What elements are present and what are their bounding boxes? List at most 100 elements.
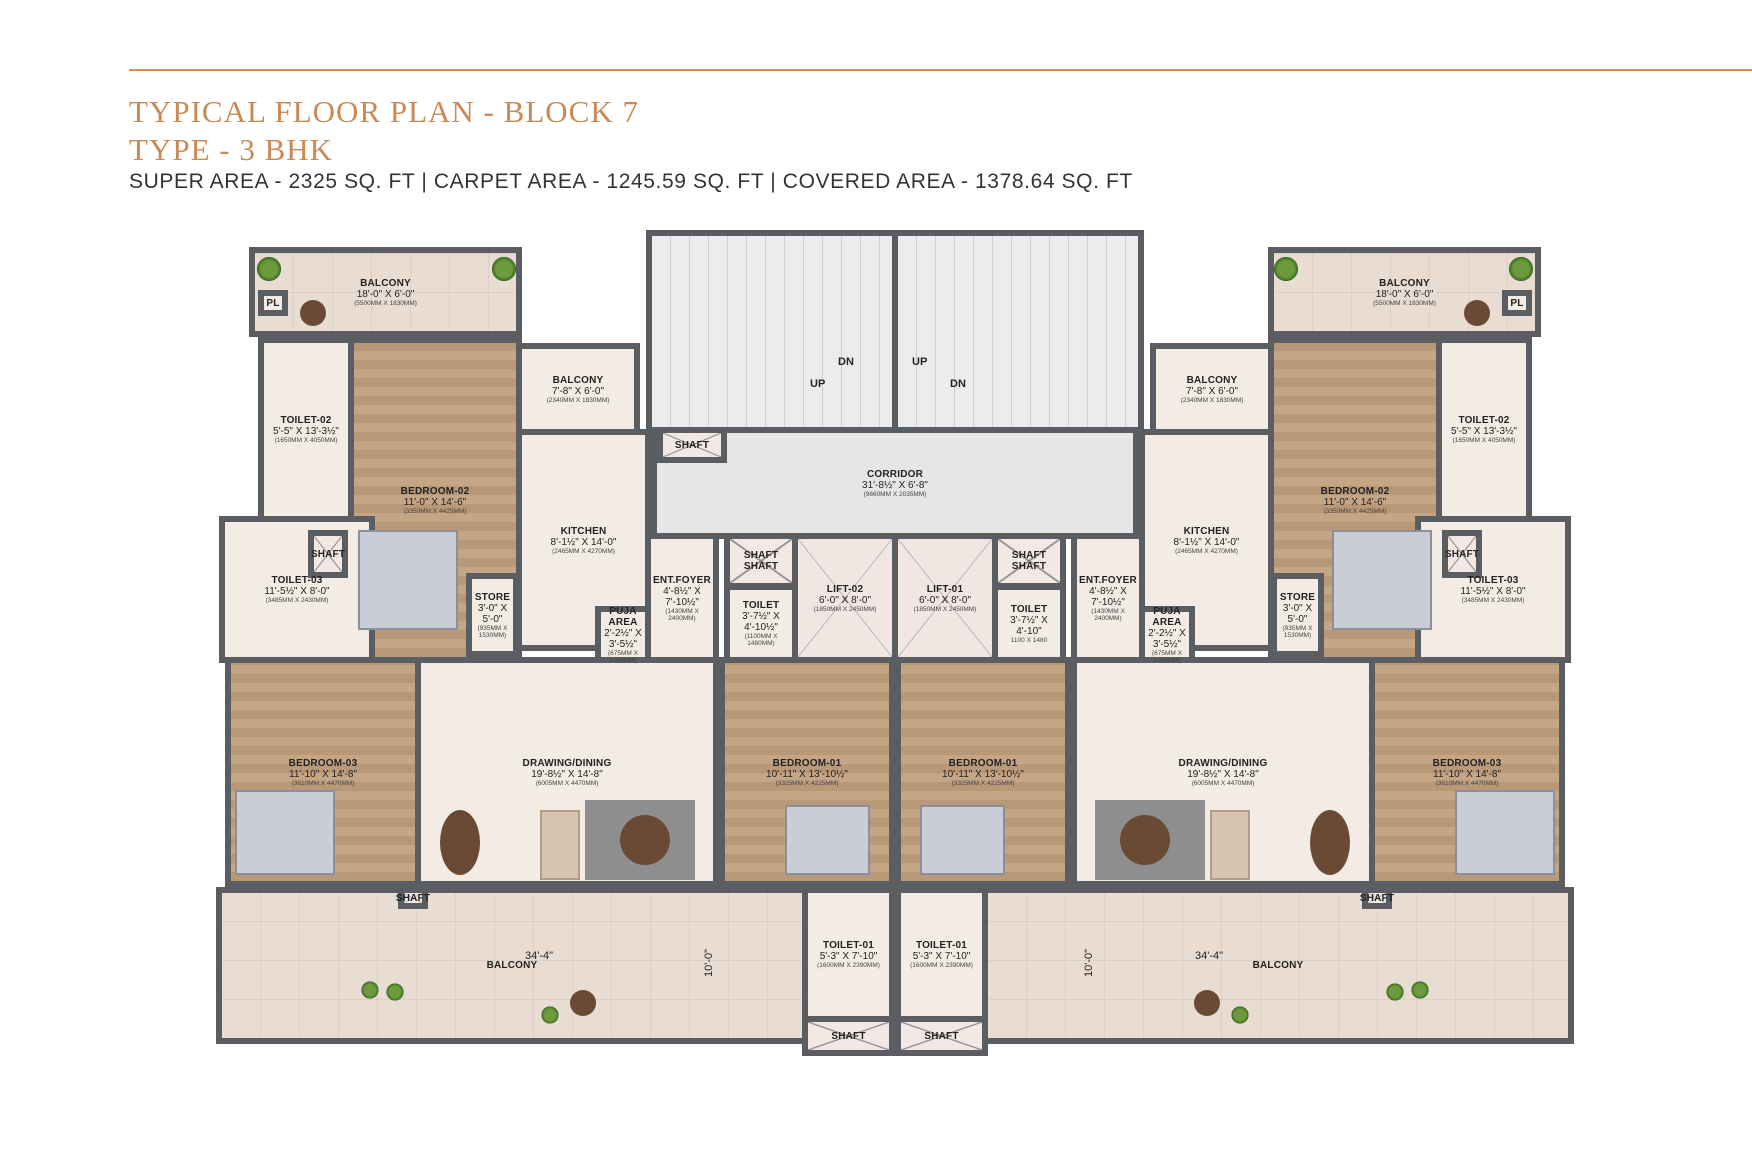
right-balcony-table-icon <box>1194 990 1220 1016</box>
room-dim: 11'-5½" X 8'-0" <box>1460 586 1526 597</box>
left-plant-icon <box>255 255 283 283</box>
room-dim: 7'-8" X 6'-0" <box>1185 385 1239 397</box>
room-name: TOILET-02 <box>1458 415 1510 426</box>
room-mm: (3350MM X 4425MM) <box>1323 507 1387 515</box>
room-mm: (5500MM X 1830MM) <box>1373 299 1436 307</box>
stair-left <box>646 230 898 433</box>
room-name: SHAFT <box>1359 892 1395 904</box>
room-name: PUJA AREA <box>608 605 638 628</box>
room-name: BEDROOM-01 <box>772 757 842 769</box>
room-dim: 5'-3" X 7'-10" <box>819 951 878 962</box>
room-mm: (1430MM X 2400MM) <box>665 607 699 622</box>
right-bed-icon <box>1332 530 1432 630</box>
room-mm: (1600MM X 2390MM) <box>910 962 973 969</box>
room-dim: 5'-5" X 13'-3½" <box>273 426 339 437</box>
room-name: SHAFT <box>831 1030 866 1042</box>
stair-right-up-label: UP <box>912 356 928 368</box>
right-unit.shaft-toilet-03: SHAFT <box>1442 530 1482 578</box>
plan-title: TYPICAL FLOOR PLAN - BLOCK 7 <box>129 94 639 129</box>
room-name: SHAFT <box>924 1030 959 1042</box>
right-shaft-pair: SHAFT SHAFT <box>992 533 1066 589</box>
room-dim: 18'-0" X 6'-0" <box>1375 288 1434 300</box>
room-mm: (935MM X 1530MM) <box>477 624 508 639</box>
room-dim: 2'-2½" X 3'-5½" <box>604 627 642 650</box>
room-mm: (3325MM X 4225MM) <box>775 779 839 787</box>
left-bed-icon <box>358 530 458 630</box>
room-dim: 8'-1½" X 14'-0" <box>1173 536 1240 548</box>
room-name: LIFT-02 <box>826 583 864 595</box>
left-plant-icon <box>540 1005 560 1025</box>
stair-right <box>892 230 1144 433</box>
right-plant-icon <box>1385 982 1405 1002</box>
right-sofa-icon <box>1210 810 1250 880</box>
room-name: PL <box>266 297 280 309</box>
room-mm: (2340MM X 1830MM) <box>546 396 610 404</box>
left-unit.balcony-main: BALCONY <box>216 887 808 1044</box>
room-name: TOILET-01 <box>915 940 968 951</box>
room-dim: 31'-8½" X 6'-8" <box>862 479 928 491</box>
room-dim: 18'-0" X 6'-0" <box>356 288 415 300</box>
left-balcony-depth: 10'-0" <box>703 948 715 977</box>
stair-left-up-label: UP <box>810 378 826 390</box>
room-name: BEDROOM-03 <box>1432 757 1502 769</box>
room-mm: (3325MM X 4225MM) <box>951 779 1015 787</box>
left-sofa-icon <box>540 810 580 880</box>
room-name: BALCONY <box>1186 374 1238 386</box>
room-name: STORE <box>1279 591 1316 603</box>
room-name: SHAFT <box>310 548 346 560</box>
room-mm: (3610MM X 4470MM) <box>1435 779 1499 787</box>
room-name: BEDROOM-03 <box>288 757 358 769</box>
room-name: TOILET-03 <box>271 575 323 586</box>
room-dim: 11'-5½" X 8'-0" <box>264 586 330 597</box>
right-plant-icon <box>1507 255 1535 283</box>
room-name: PL <box>1510 297 1524 309</box>
right-bed-icon <box>920 805 1005 875</box>
left-balcony-length: 34'-4" <box>525 950 554 962</box>
room-name: BALCONY <box>1379 277 1430 289</box>
stair-left-dn-label: DN <box>838 356 854 368</box>
room-name: BEDROOM-02 <box>1320 485 1390 497</box>
room-name: SHAFT <box>395 892 431 904</box>
room-mm: (3610MM X 4470MM) <box>291 779 355 787</box>
room-name: TOILET-01 <box>822 940 875 951</box>
room-name: BEDROOM-02 <box>400 485 470 497</box>
room-name: STORE <box>474 591 511 603</box>
room-dim: 19'-8½" X 14'-8" <box>1187 768 1259 780</box>
room-name: BALCONY <box>360 277 411 289</box>
room-name: KITCHEN <box>560 525 607 537</box>
room-dim: 10'-11" X 13'-10½" <box>942 768 1024 780</box>
room-dim: 7'-8" X 6'-0" <box>551 385 605 397</box>
room-name: TOILET <box>742 600 780 611</box>
room-name: ENT.FOYER <box>653 574 711 586</box>
room-mm: (2465MM X 4270MM) <box>552 547 615 555</box>
stair-right-dn-label: DN <box>950 378 966 390</box>
room-name: SHAFT <box>1444 548 1480 560</box>
room-mm: (1430MM X 2400MM) <box>1091 607 1125 622</box>
room-mm: (1650MM X 4050MM) <box>274 437 338 444</box>
left-unit.pl: PL <box>258 290 288 316</box>
room-name: CORRIDOR <box>866 468 924 480</box>
room-mm: (1850MM X 2450MM) <box>913 605 977 613</box>
room-name: BALCONY <box>552 374 604 386</box>
right-unit.shaft-balcony: SHAFT <box>1359 887 1395 909</box>
room-dim: 2'-2½" X 3'-5½" <box>1148 627 1186 650</box>
room-mm: (5500MM X 1830MM) <box>354 299 417 307</box>
room-name: DRAWING/DINING <box>1178 757 1268 769</box>
room-dim: 11'-10" X 14'-8" <box>1433 768 1501 780</box>
room-mm: (3485MM X 2430MM) <box>1461 597 1525 604</box>
room-mm: (3350MM X 4425MM) <box>403 507 467 515</box>
